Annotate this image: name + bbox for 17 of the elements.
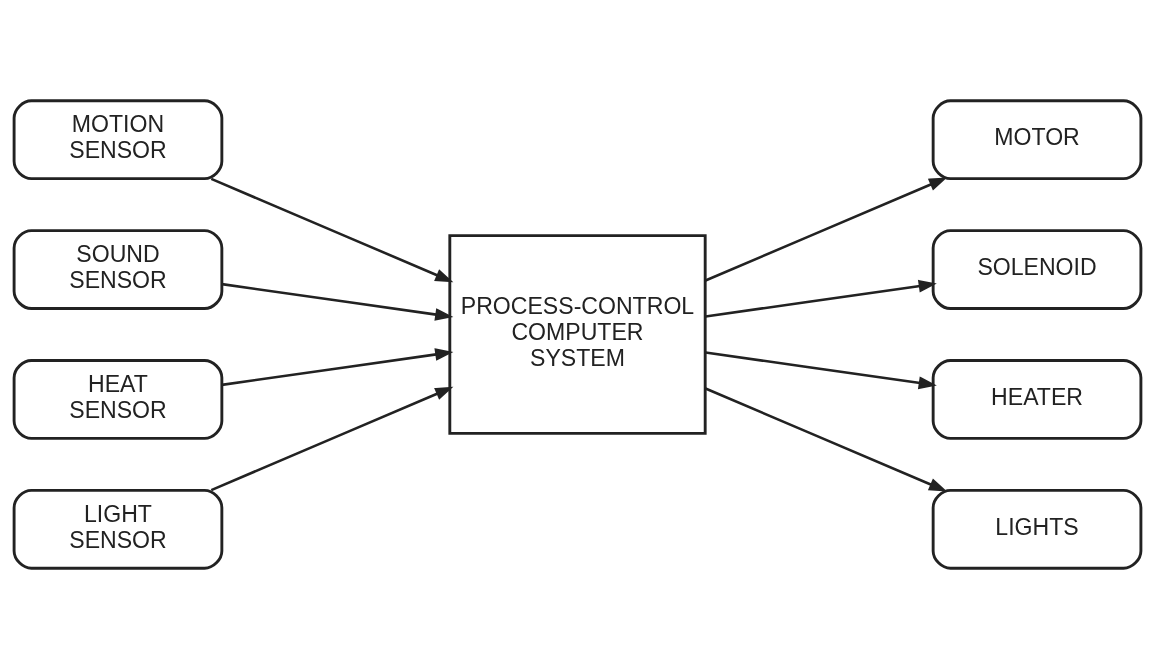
node-box: LIGHTS bbox=[931, 488, 1143, 570]
node-box: MOTOR bbox=[931, 98, 1143, 180]
node-box: SOLENOID bbox=[931, 228, 1143, 310]
node-box: PROCESS-CONTROL COMPUTER SYSTEM bbox=[448, 233, 707, 435]
node-box: SOUND SENSOR bbox=[12, 228, 224, 310]
node-box: LIGHT SENSOR bbox=[12, 488, 224, 570]
arrow bbox=[705, 279, 937, 318]
node-box: HEATER bbox=[931, 358, 1143, 440]
arrow bbox=[221, 347, 454, 386]
node-box: MOTION SENSOR bbox=[12, 98, 224, 180]
arrow bbox=[221, 282, 454, 321]
arrow bbox=[210, 177, 454, 282]
arrow bbox=[705, 386, 948, 492]
node-box: HEAT SENSOR bbox=[12, 358, 224, 440]
arrow bbox=[705, 176, 948, 282]
arrow bbox=[210, 386, 454, 491]
arrow bbox=[705, 350, 937, 389]
